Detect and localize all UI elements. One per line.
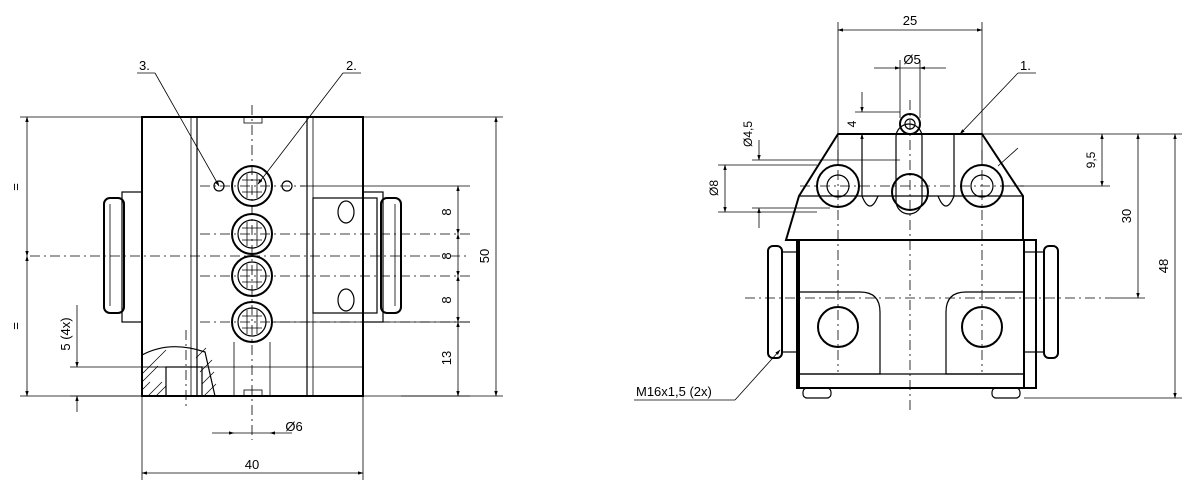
dim-95-group: 9,5 bbox=[982, 133, 1110, 187]
right-side-boss bbox=[312, 191, 402, 323]
dim-phi5: Ø5 bbox=[903, 52, 920, 67]
dim-equal-top: = bbox=[8, 183, 23, 191]
dim-8a: 8 bbox=[439, 208, 454, 215]
left-centerlines bbox=[30, 105, 470, 440]
dim-phi45-group: Ø4,5 bbox=[741, 121, 900, 228]
callout-thread: M16x1,5 (2x) bbox=[636, 384, 712, 399]
dim-phi6: Ø6 bbox=[285, 419, 302, 434]
callout-thread-group: M16x1,5 (2x) bbox=[634, 349, 781, 401]
dim-4-group: 4 bbox=[838, 92, 900, 155]
section-hatch bbox=[141, 346, 217, 397]
dim-13: 13 bbox=[439, 351, 454, 365]
left-vertical-dims: 8 8 8 13 bbox=[272, 185, 470, 397]
dim-phi8-group: Ø8 bbox=[707, 164, 817, 213]
callout-3-group: 3. bbox=[137, 58, 220, 187]
terminal-stack bbox=[213, 116, 293, 397]
dim-48: 48 bbox=[1156, 259, 1171, 273]
dim-8b: 8 bbox=[439, 252, 454, 259]
callout-2-group: 2. bbox=[257, 58, 361, 185]
callout-1-group: 1. bbox=[959, 58, 1036, 167]
dim-40-group: 40 bbox=[141, 396, 364, 480]
dim-50: 50 bbox=[477, 249, 492, 263]
dim-25-group: 25 bbox=[837, 13, 983, 165]
dim-4: 4 bbox=[845, 120, 859, 127]
dim-25: 25 bbox=[903, 13, 917, 28]
callout-3: 3. bbox=[139, 58, 150, 73]
dim-40: 40 bbox=[245, 457, 259, 472]
lower-bosses bbox=[797, 291, 1024, 399]
dim-30: 30 bbox=[1119, 209, 1134, 223]
dim-equal-bottom: = bbox=[8, 322, 23, 330]
dim-phi8: Ø8 bbox=[707, 180, 721, 196]
dim-95: 9,5 bbox=[1084, 151, 1098, 168]
left-view: 8 8 8 13 50 = = 5 (4x) bbox=[8, 58, 503, 480]
callout-2: 2. bbox=[346, 58, 357, 73]
left-side-boss bbox=[103, 191, 143, 323]
right-view: 25 Ø5 4 Ø4,5 bbox=[634, 13, 1182, 410]
right-centerlines bbox=[745, 100, 1110, 410]
callout-1: 1. bbox=[1020, 58, 1031, 73]
dim-phi5-group: Ø5 bbox=[874, 52, 946, 118]
dim-phi6-group: Ø6 bbox=[212, 419, 303, 435]
dim-5-4x-group: 5 (4x) bbox=[58, 305, 166, 412]
dim-30-group: 30 bbox=[1110, 133, 1145, 299]
dim-8c: 8 bbox=[439, 296, 454, 303]
dim-48-group: 48 bbox=[1024, 133, 1182, 399]
right-side-glands bbox=[767, 245, 1059, 359]
dim-5-4x: 5 (4x) bbox=[58, 317, 73, 350]
dim-phi45: Ø4,5 bbox=[741, 121, 755, 147]
dim-50-group: 50 bbox=[363, 116, 503, 397]
